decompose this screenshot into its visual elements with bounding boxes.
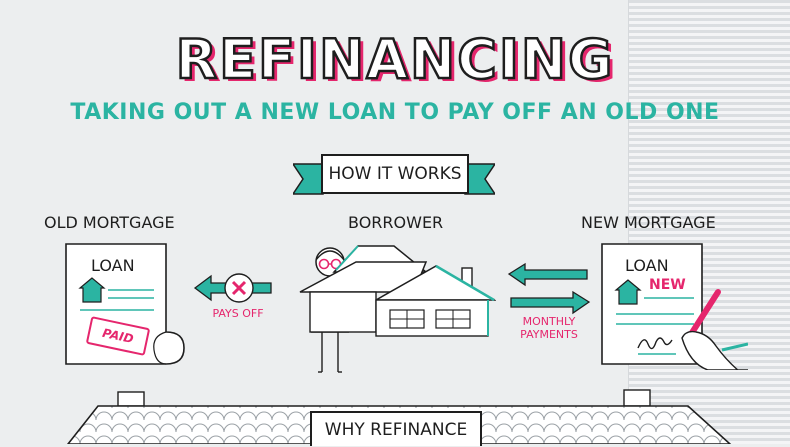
old-mortgage-heading: OLD MORTGAGE	[44, 213, 175, 232]
page-title: REFINANCING	[174, 27, 615, 93]
banner-label: HOW IT WORKS	[321, 154, 469, 194]
why-refinance-banner: WHY REFINANCE	[310, 411, 482, 446]
payments-arrows-icon	[507, 262, 591, 315]
page-subtitle: TAKING OUT A NEW LOAN TO PAY OFF AN OLD …	[70, 100, 720, 125]
old-loan-title: LOAN	[91, 256, 135, 275]
napkin-background	[628, 0, 790, 444]
pays-off-arrow-icon	[193, 273, 272, 303]
new-tag: NEW	[649, 277, 686, 293]
new-mortgage-heading: NEW MORTGAGE	[581, 213, 716, 232]
borrower-heading: BORROWER	[348, 213, 444, 232]
how-it-works-banner: HOW IT WORKS	[293, 150, 495, 202]
old-loan-document-icon	[65, 243, 185, 365]
new-loan-title: LOAN	[625, 256, 669, 275]
house-icon	[299, 245, 496, 337]
new-loan-document-icon	[601, 243, 748, 370]
pays-off-label: PAYS OFF	[212, 307, 264, 320]
payments-label-line2: PAYMENTS	[520, 328, 578, 341]
ribbon-tails-icon	[293, 163, 495, 195]
payments-label-line1: MONTHLY	[522, 315, 576, 328]
